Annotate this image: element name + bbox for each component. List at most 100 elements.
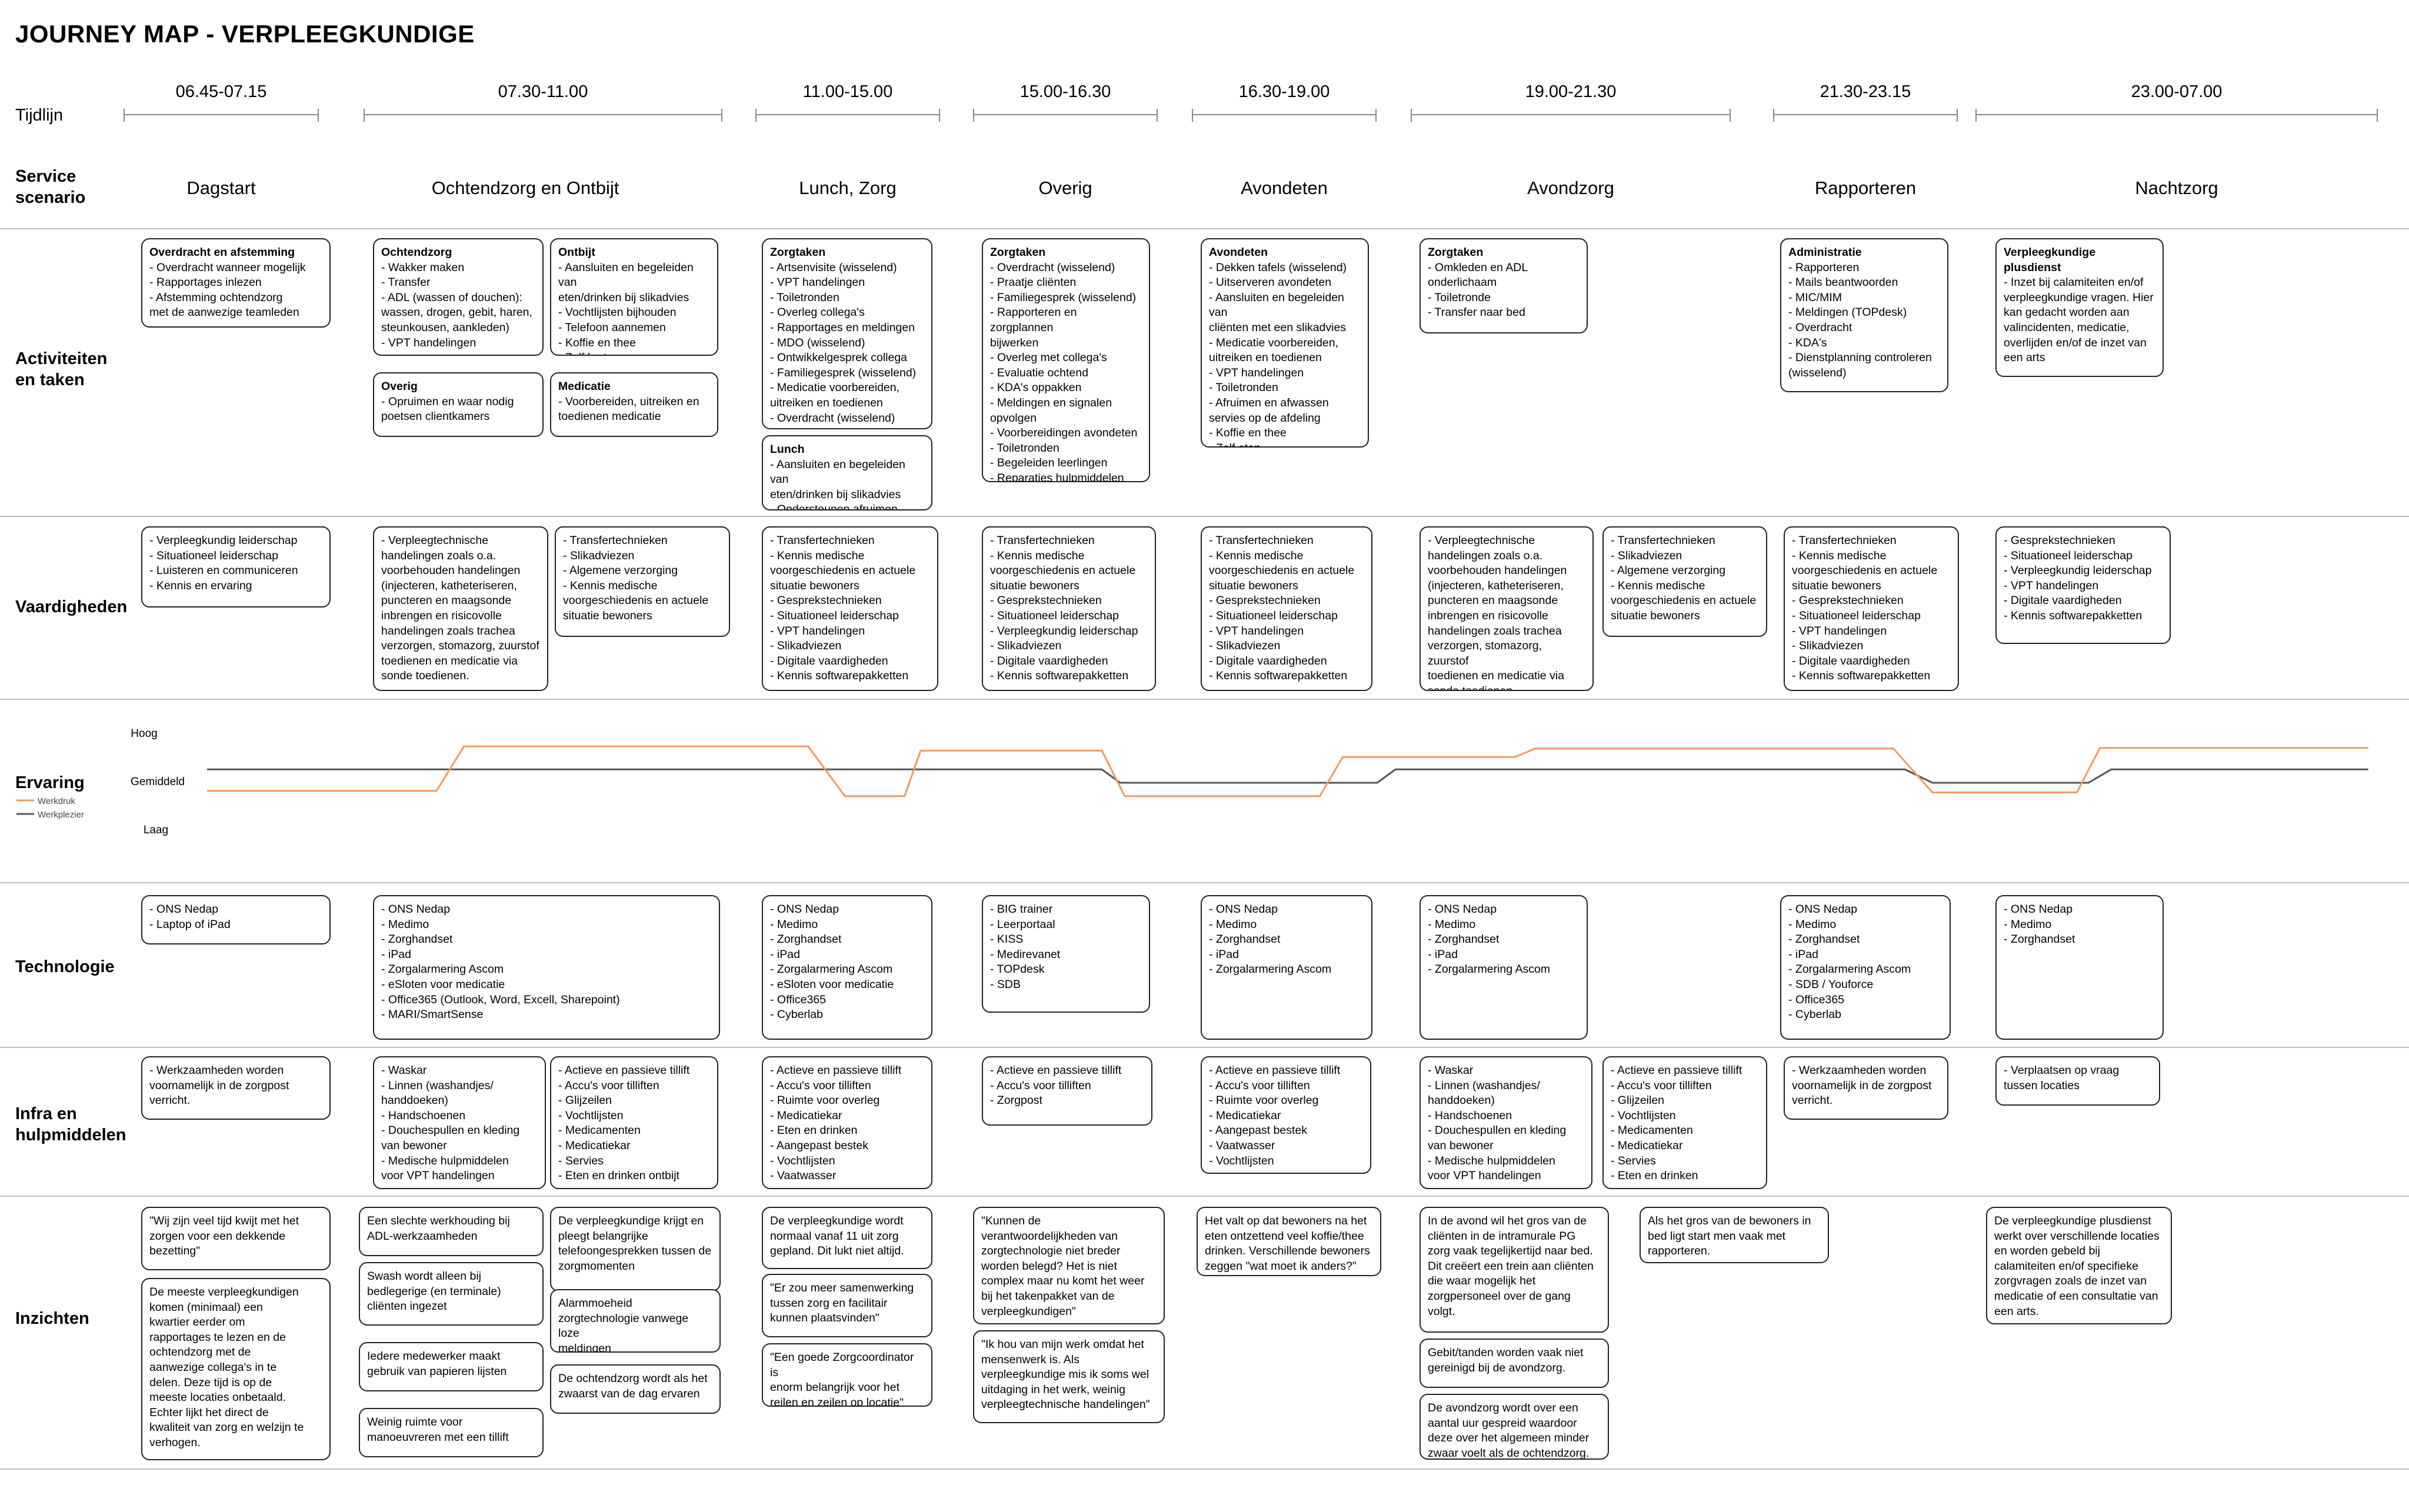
card-line: "Er zou meer samenwerking — [770, 1281, 914, 1294]
card-line: voorgeschiedenis en actuele — [563, 594, 709, 608]
card-line: - Medimo — [770, 917, 818, 931]
card-line: - Gesprekstechnieken — [1792, 594, 1904, 608]
card-line: verricht. — [1792, 1094, 1833, 1107]
card-line: - Medicatiekar — [1611, 1139, 1683, 1152]
vaardigheden-card: - Verpleegkundig leiderschap - Situatione… — [141, 526, 331, 608]
row-label-vaardigheden: Vaardigheden — [15, 598, 128, 616]
activiteiten-card: Zorgtaken- Overdracht (wisselend)- Praat… — [982, 238, 1150, 482]
card-line: - Transfertechnieken — [1209, 534, 1314, 547]
technologie-card: - ONS Nedap- Medimo- Zorghandset- iPad- … — [1780, 895, 1951, 1040]
phase-label: Overig — [1038, 178, 1092, 198]
infra-card: - Waskar- Linnen (washandjes/handdoeken)… — [373, 1056, 546, 1189]
card-line: - Transfer naar bed — [1428, 306, 1525, 319]
card-line: rapportages te lezen en de — [149, 1330, 286, 1344]
card-line: - Eten en drinken ontbijt — [558, 1169, 679, 1183]
card-line: - Zelf korte pauze — [558, 351, 710, 355]
card-line: - Zorghandset — [381, 933, 453, 946]
card-line: - Accu's voor tilliften — [770, 1079, 871, 1092]
card-line: - Kennis softwarepakketten — [1792, 669, 1931, 683]
card-line: inbrengen en risicovolle — [1428, 609, 1548, 622]
card-line: toedienen medicatie — [558, 410, 661, 423]
phase-label: Avondzorg — [1527, 178, 1614, 198]
card-line: werkt over verschillende locaties — [1994, 1229, 2160, 1243]
card-line: komen (minimaal) een — [149, 1300, 263, 1314]
card-line: - Kennis medische — [1792, 549, 1887, 562]
timeline-segment: 19.00-21.30 — [1411, 82, 1731, 122]
card-line: - Aangepast bestek — [770, 1139, 868, 1152]
activiteiten-card: Verpleegkundige plusdienst- Inzet bij ca… — [1995, 238, 2164, 377]
phase-label: Rapporteren — [1814, 178, 1917, 198]
infra-card: - Actieve en passieve tillift- Accu's vo… — [550, 1056, 718, 1189]
card-line: - Accu's voor tilliften — [990, 1079, 1091, 1092]
card-title: Administratie — [1788, 246, 1862, 259]
card-line: - Aansluiten en begeleiden van — [770, 458, 905, 486]
card-line: - SDB — [990, 977, 1021, 991]
card-line: - Verpleegkundig leiderschap — [149, 534, 298, 547]
card-line: - Office365 — [1788, 993, 1845, 1006]
card-line: - Toiletronden — [1209, 381, 1278, 395]
phase-label: Ochtendzorg en Ontbijt — [431, 178, 619, 198]
card-line: "Ik hou van mijn werk omdat het — [981, 1338, 1144, 1351]
technologie-card: - ONS Nedap- Medimo- Zorghandset- iPad- … — [1201, 895, 1372, 1040]
card-line: Weinig ruimte voor — [367, 1416, 463, 1428]
card-line: Swash wordt alleen bij — [367, 1270, 482, 1283]
card-line: - Medimo — [1788, 917, 1837, 931]
technologie-card: - ONS Nedap- Medimo- Zorghandset- iPad- … — [762, 895, 932, 1040]
card-line: - Digitale vaardigheden — [770, 654, 888, 667]
card-line: - Zorgalarmering Ascom — [381, 963, 504, 976]
card-line: mensenwerk is. Als — [981, 1353, 1079, 1366]
card-line: bezetting" — [149, 1244, 201, 1258]
card-line: handelingen zoals trachea — [381, 624, 515, 637]
card-line: en worden gebeld bij — [1994, 1244, 2100, 1258]
card-line: - Situationeel leiderschap — [1209, 609, 1338, 622]
card-line: - Medimo — [2004, 917, 2052, 931]
card-line: - Servies — [558, 1154, 604, 1167]
card-line: - Actieve en passieve tillift — [1611, 1064, 1742, 1077]
card-line: voor VPT handelingen — [381, 1169, 495, 1183]
card-line: Een slechte werkhouding bij — [367, 1214, 510, 1227]
card-line: verricht. — [149, 1094, 191, 1107]
card-line: - Artsenvisite (wisselend) — [770, 261, 897, 274]
card-line: - iPad — [381, 947, 411, 961]
card-line: - Vochtlijsten — [558, 1109, 624, 1122]
card-line: - Afstemming ochtendzorg — [149, 291, 283, 304]
card-line: - Slikadviezen — [770, 639, 842, 653]
card-line: (injecteren, katheteriseren, — [1428, 579, 1564, 592]
card-line: - Zelf eten — [1209, 441, 1361, 446]
card-line: - Transfertechnieken — [1611, 534, 1715, 547]
card-line: - Opruimen en waar nodig — [381, 395, 514, 408]
card-line: De verpleegkundige plusdienst — [1994, 1214, 2151, 1227]
ervaring-chart: Hoog Gemiddeld Laag Werkdruk Werkplezier — [16, 727, 2368, 836]
card-line: - Situationeel leiderschap — [149, 549, 278, 562]
card-line: - Gesprekstechnieken — [990, 594, 1102, 608]
card-line: - Transfertechnieken — [990, 534, 1095, 547]
card-line: van bewoner — [1428, 1139, 1494, 1152]
technologie-card: - ONS Nedap- Medimo- Zorghandset- iPad- … — [373, 895, 720, 1040]
card-line: - iPad — [1209, 947, 1239, 961]
card-line: De avondzorg wordt over een — [1428, 1401, 1578, 1414]
card-line: cliënten met een slikadvies — [1209, 321, 1347, 334]
card-line: zorgvragen zoals de inzet van — [1994, 1274, 2147, 1288]
card-title: Medicatie — [558, 380, 611, 393]
card-line: eten/drinken bij slikadvies — [558, 291, 689, 304]
card-line: - Zorgalarmering Ascom — [1428, 963, 1551, 976]
card-line: - Kennis softwarepakketten — [1209, 669, 1348, 683]
card-line: Iedere medewerker maakt — [367, 1350, 501, 1363]
card-line: - Slikadviezen — [1611, 549, 1682, 562]
card-line: Alarmmoeheid — [558, 1297, 632, 1310]
card-line: aanwezige collega's in te — [149, 1360, 277, 1374]
section-divider — [0, 1047, 2409, 1048]
card-line: kunnen plaatsvinden" — [770, 1311, 879, 1325]
card-line: ochtendzorg met de — [149, 1346, 251, 1359]
card-line: - Situationeel leiderschap — [990, 609, 1119, 622]
